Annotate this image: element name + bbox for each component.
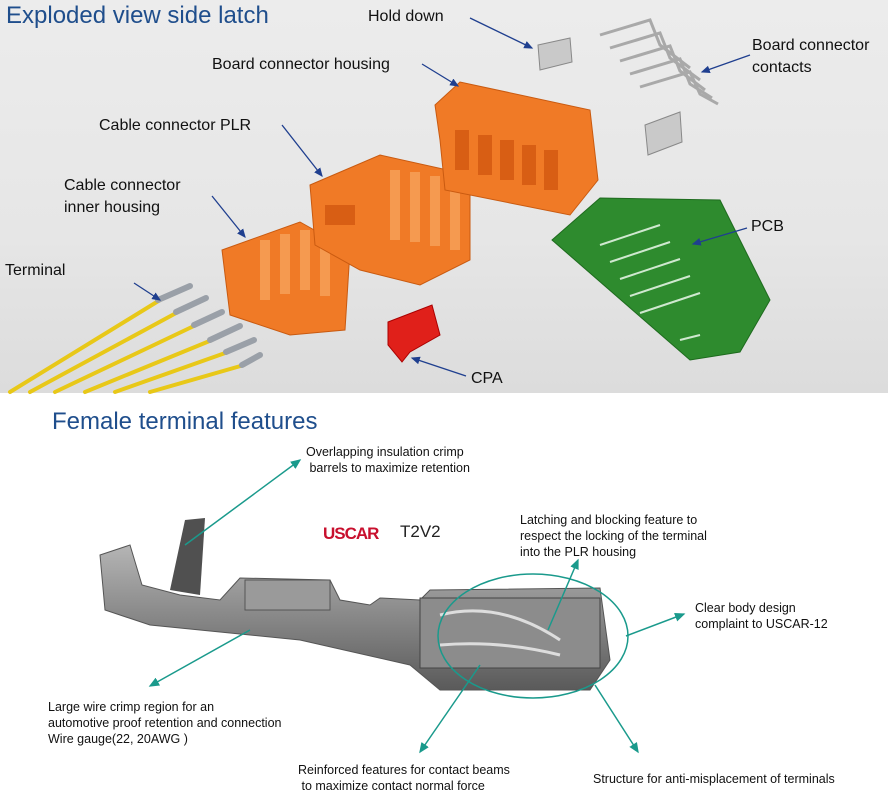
female-terminal-title: Female terminal features — [52, 408, 318, 435]
bottom-callout-arrows — [148, 459, 686, 754]
top-callout-arrows — [133, 17, 751, 377]
label-cpa: CPA — [471, 370, 503, 387]
label-cable-connector-inner-housing: Cable connector inner housing — [64, 175, 181, 219]
exploded-view-title: Exploded view side latch — [6, 2, 269, 29]
label-line: Board connector — [752, 37, 870, 54]
logo-suffix: T2V2 — [400, 522, 441, 541]
cable-connector-plr — [309, 154, 471, 286]
uscar-logo: USCAR — [323, 524, 379, 544]
board-connector-housing — [434, 81, 599, 216]
uscar-logo-text: USCAR — [323, 524, 379, 543]
board-connector-contacts-parts — [599, 18, 719, 106]
wires-and-terminals — [8, 283, 263, 394]
label-line: inner housing — [64, 199, 161, 216]
annotation-reinforced: Reinforced features for contact beams to… — [298, 763, 510, 793]
label-line: contacts — [752, 59, 812, 76]
label-pcb: PCB — [751, 218, 784, 235]
label-line: Cable connector — [64, 177, 181, 194]
label-hold-down: Hold down — [368, 8, 444, 25]
hold-down-parts — [537, 37, 683, 156]
annotation-insulation-crimp: Overlapping insulation crimp barrels to … — [306, 445, 470, 475]
label-terminal: Terminal — [5, 262, 66, 279]
label-board-connector-contacts: Board connector contacts — [752, 35, 869, 79]
annotation-latching: Latching and blocking feature to respect… — [520, 513, 707, 559]
annotation-wire-crimp: Large wire crimp region for an automotiv… — [48, 700, 282, 746]
annotation-anti-misplacement: Structure for anti-misplacement of termi… — [593, 772, 835, 786]
pcb-board — [551, 197, 771, 361]
cpa-part — [387, 304, 441, 363]
label-board-connector-housing: Board connector housing — [212, 56, 390, 73]
female-terminal — [99, 518, 611, 691]
cable-connector-inner-housing — [221, 221, 351, 336]
label-cable-connector-plr: Cable connector PLR — [99, 117, 252, 134]
annotation-clear-body: Clear body design complaint to USCAR-12 — [695, 601, 828, 631]
